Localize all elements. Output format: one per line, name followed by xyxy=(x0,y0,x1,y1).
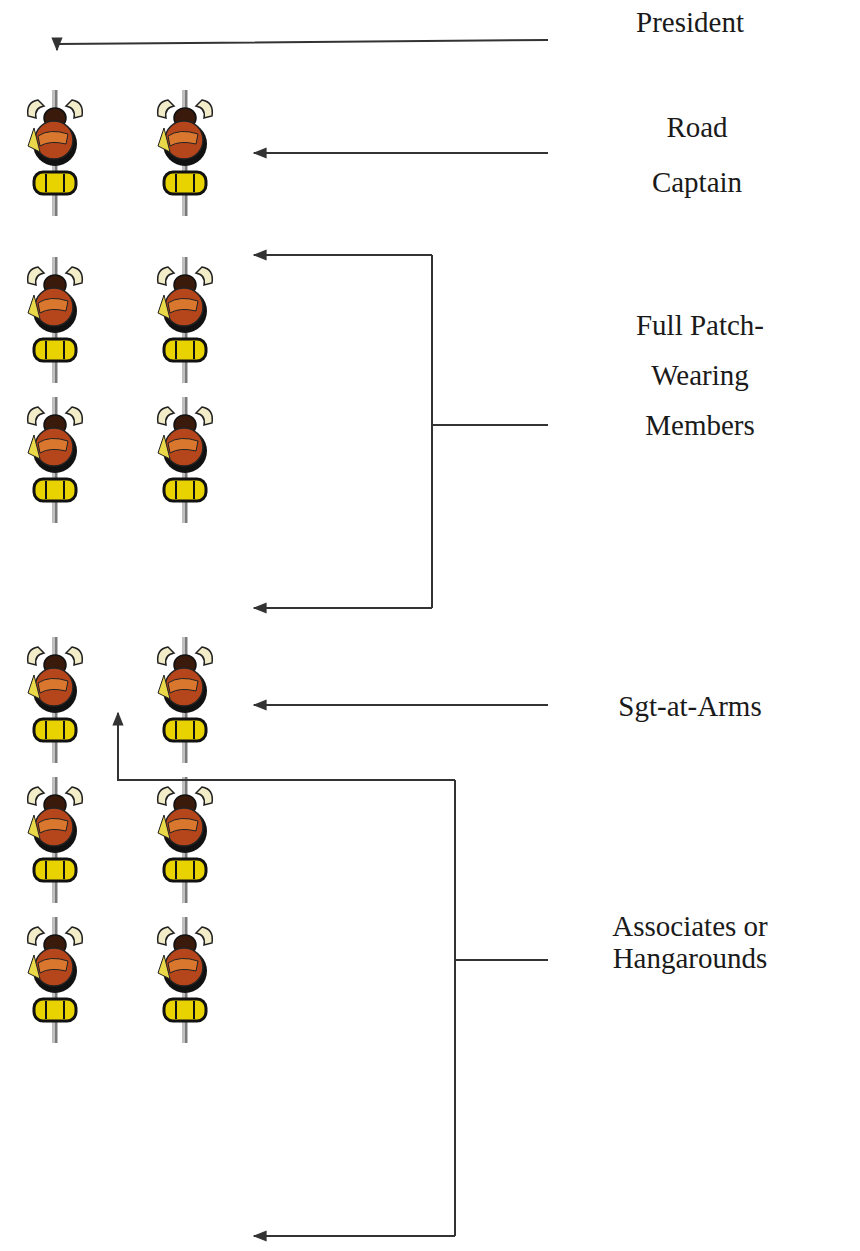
role-label: Full Patch-Wearing Members xyxy=(605,300,795,450)
role-label: President xyxy=(570,0,810,44)
role-label: Associates or Hangarounds xyxy=(606,910,774,974)
role-label: Sgt-at-Arms xyxy=(560,681,820,731)
role-label: Road Captain xyxy=(632,100,762,210)
